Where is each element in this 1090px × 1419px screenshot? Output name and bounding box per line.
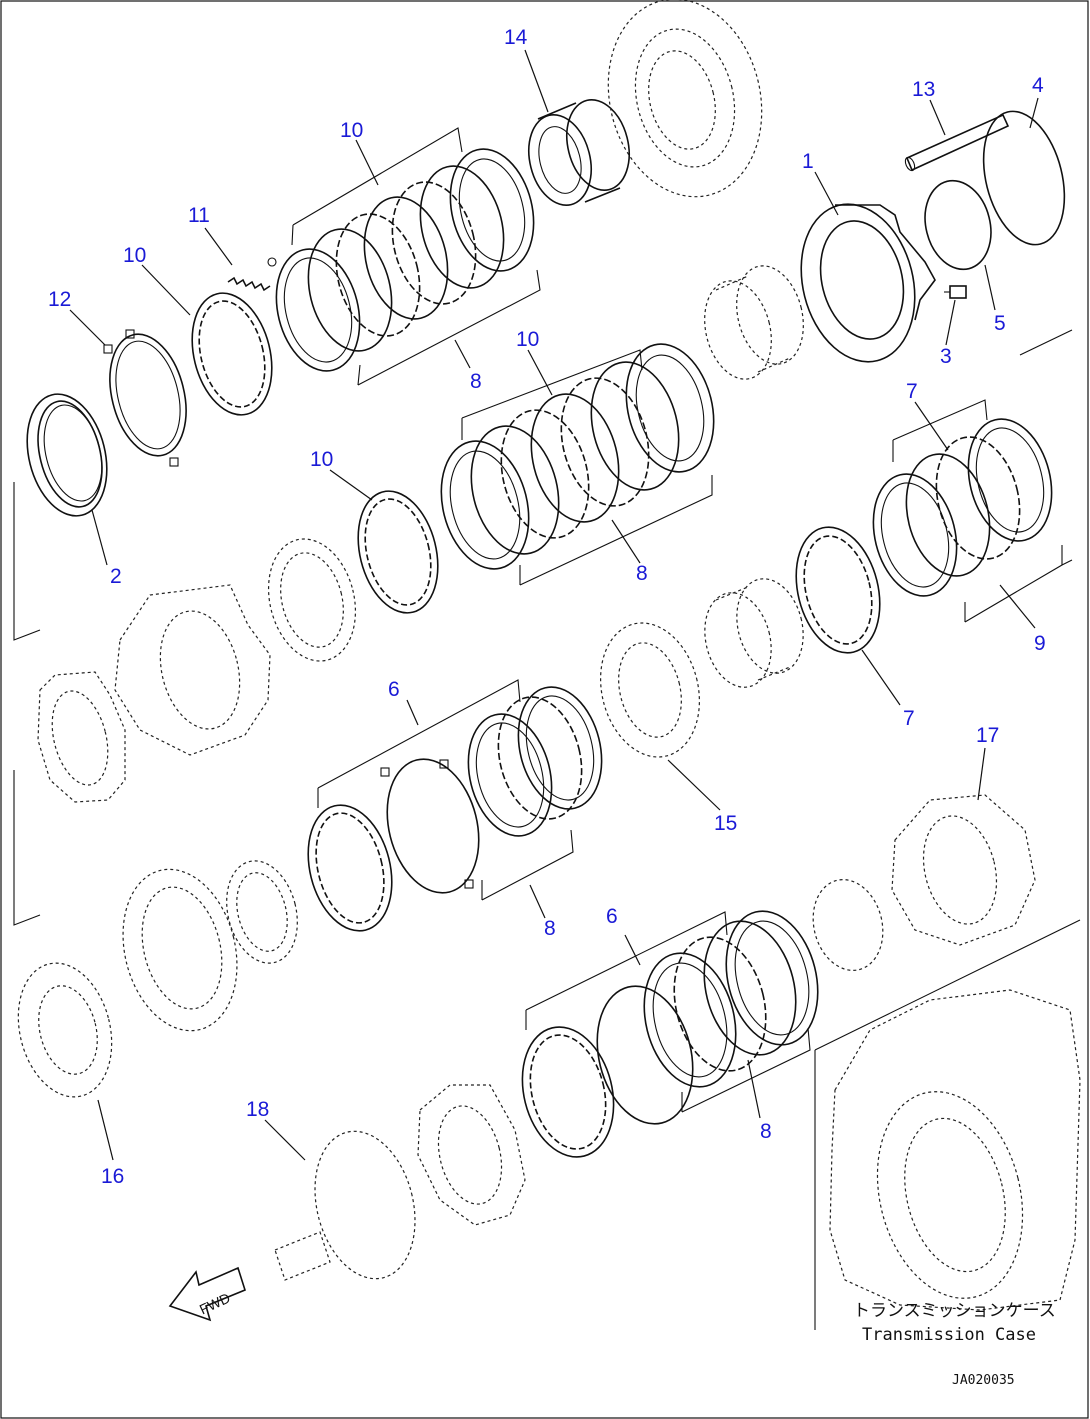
ghost-housing-left <box>37 671 126 803</box>
caption-japanese: トランスミッションケース <box>853 1301 1056 1321</box>
ghost-flange-top <box>607 0 763 198</box>
part-6-disc-lower <box>521 1026 615 1158</box>
part-12-plate <box>103 329 187 467</box>
callout-8a: 8 <box>470 370 482 393</box>
part-1-housing <box>800 203 936 363</box>
part-6-disc-upper <box>307 804 393 932</box>
upper-clutch-pack <box>275 148 535 372</box>
part-2-seal-ring <box>26 393 108 517</box>
reference-lines-left <box>13 329 1073 926</box>
callout-8b: 8 <box>636 562 648 585</box>
bracket-right-pack <box>892 399 1063 623</box>
callout-4: 4 <box>1032 74 1044 97</box>
bracket-lower-pack <box>525 911 811 1113</box>
part-3-fitting <box>944 285 967 299</box>
part-18-ghost-shaft <box>274 1130 416 1281</box>
callout-7a: 7 <box>906 380 918 403</box>
callout-3: 3 <box>940 345 952 368</box>
callout-8d: 8 <box>760 1120 772 1143</box>
callout-10b: 10 <box>123 244 146 267</box>
callout-12: 12 <box>48 288 71 311</box>
part-17-ghost-assembly <box>891 794 1036 946</box>
callout-1: 1 <box>802 150 814 173</box>
callout-6b: 6 <box>606 905 618 928</box>
part-14-bearing <box>528 98 630 207</box>
callout-17: 17 <box>976 724 999 747</box>
callout-10c: 10 <box>516 328 539 351</box>
drawing-code: JA020035 <box>952 1373 1015 1388</box>
callout-11: 11 <box>188 204 210 227</box>
ghost-gear <box>812 879 884 971</box>
ghost-ring-left <box>267 538 357 662</box>
callout-7b: 7 <box>903 707 915 730</box>
callout-13: 13 <box>912 78 935 101</box>
part-4-o-ring <box>982 110 1066 246</box>
callout-16: 16 <box>101 1165 124 1188</box>
bracket-row3 <box>317 679 574 901</box>
callout-10a: 10 <box>340 119 363 142</box>
fwd-label: FWD <box>197 1290 233 1318</box>
middle-clutch-pack <box>440 343 715 570</box>
forward-direction-arrow: FWD <box>168 1266 246 1322</box>
callout-5: 5 <box>994 312 1006 335</box>
ghost-hub <box>417 1084 526 1226</box>
part-10-disc-mid <box>357 490 439 614</box>
callout-6a: 6 <box>388 678 400 701</box>
callout-9: 9 <box>1034 632 1046 655</box>
ghost-large-disc <box>122 868 238 1032</box>
callout-14: 14 <box>504 26 528 49</box>
part-5-o-ring <box>924 179 992 271</box>
part-7-disc <box>795 526 881 654</box>
part-11-spring <box>227 257 277 292</box>
part-16-ghost-flange <box>17 962 113 1098</box>
bracket-upper-pack <box>291 127 541 386</box>
caption-english: Transmission Case <box>862 1325 1036 1345</box>
ghost-coupling-right <box>704 578 804 688</box>
callout-labels: 1 2 3 4 5 6 6 7 7 8 8 8 8 9 10 10 10 10 … <box>48 26 1046 1188</box>
ghost-carrier-left <box>114 584 271 756</box>
leader-lines <box>69 49 1039 1161</box>
part-13-pin <box>904 113 1010 172</box>
callout-2: 2 <box>110 565 122 588</box>
callout-8c: 8 <box>544 917 556 940</box>
callout-18: 18 <box>246 1098 269 1121</box>
plate-row3 <box>380 758 480 894</box>
part-10-disc-left <box>191 292 273 416</box>
bracket-middle-pack <box>461 349 713 586</box>
callout-15: 15 <box>714 812 737 835</box>
clutch-pack-row3 <box>467 686 603 837</box>
clutch-pack-lower <box>643 910 819 1088</box>
ghost-ring-row3 <box>226 860 298 964</box>
ghost-coupling-mid <box>704 265 804 380</box>
bracket-case <box>814 919 1081 1330</box>
part-15-flange <box>600 622 700 758</box>
transmission-case-ghost <box>829 989 1081 1311</box>
right-clutch-pack <box>872 418 1053 597</box>
callout-10d: 10 <box>310 448 333 471</box>
